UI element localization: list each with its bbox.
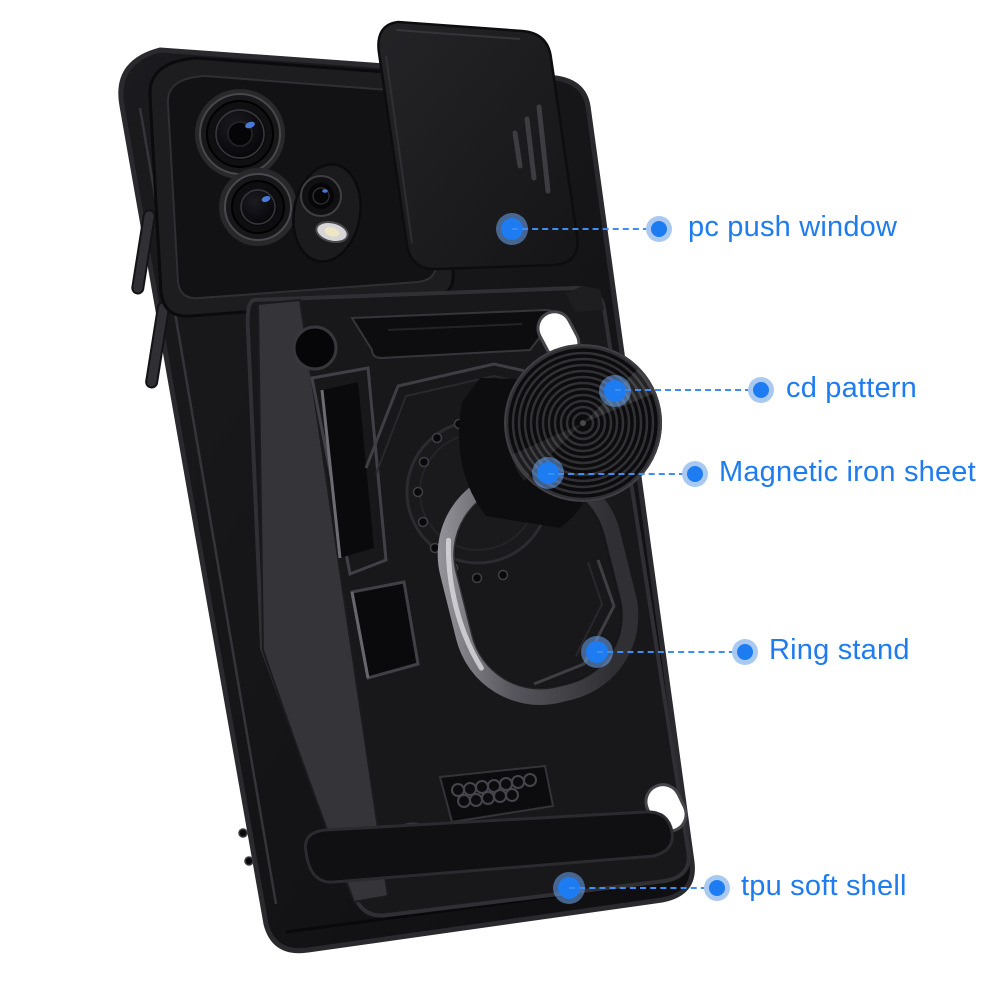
callout-dashed-line — [597, 651, 745, 653]
callout-dashed-line — [548, 473, 695, 475]
plate-hole-top — [292, 325, 338, 371]
side-button-volume — [131, 209, 156, 295]
camera-push-window-cover[interactable] — [377, 20, 579, 271]
camera-lens-main — [195, 89, 285, 179]
callout-label: pc push window — [688, 211, 898, 244]
mic-hole — [244, 856, 254, 866]
callout-marker-dot-icon — [687, 466, 703, 482]
callout-marker-dot-icon — [651, 221, 667, 237]
callout-marker-dot-icon — [709, 880, 725, 896]
callout-label: Ring stand — [769, 634, 910, 667]
camera-lens-wide — [219, 168, 297, 246]
callout-marker-dot-icon — [753, 382, 769, 398]
camera-lens-macro-and-flash — [292, 163, 362, 263]
tpu-bottom-groove — [303, 810, 674, 884]
camera-island — [148, 56, 455, 318]
callout-source-dot-icon — [604, 380, 626, 402]
mic-hole — [238, 828, 248, 838]
callout-label: Magnetic iron sheet — [719, 456, 976, 489]
flash — [315, 221, 349, 243]
cover-grip-slashes — [512, 104, 551, 194]
callout-dashed-line — [615, 389, 761, 391]
callout-marker-dot-icon — [737, 644, 753, 660]
callout-label: cd pattern — [786, 372, 917, 405]
callout-dashed-line — [512, 228, 659, 230]
callout-dashed-line — [569, 887, 717, 889]
callout-label: tpu soft shell — [741, 870, 907, 903]
honeycomb-pattern — [438, 764, 555, 824]
